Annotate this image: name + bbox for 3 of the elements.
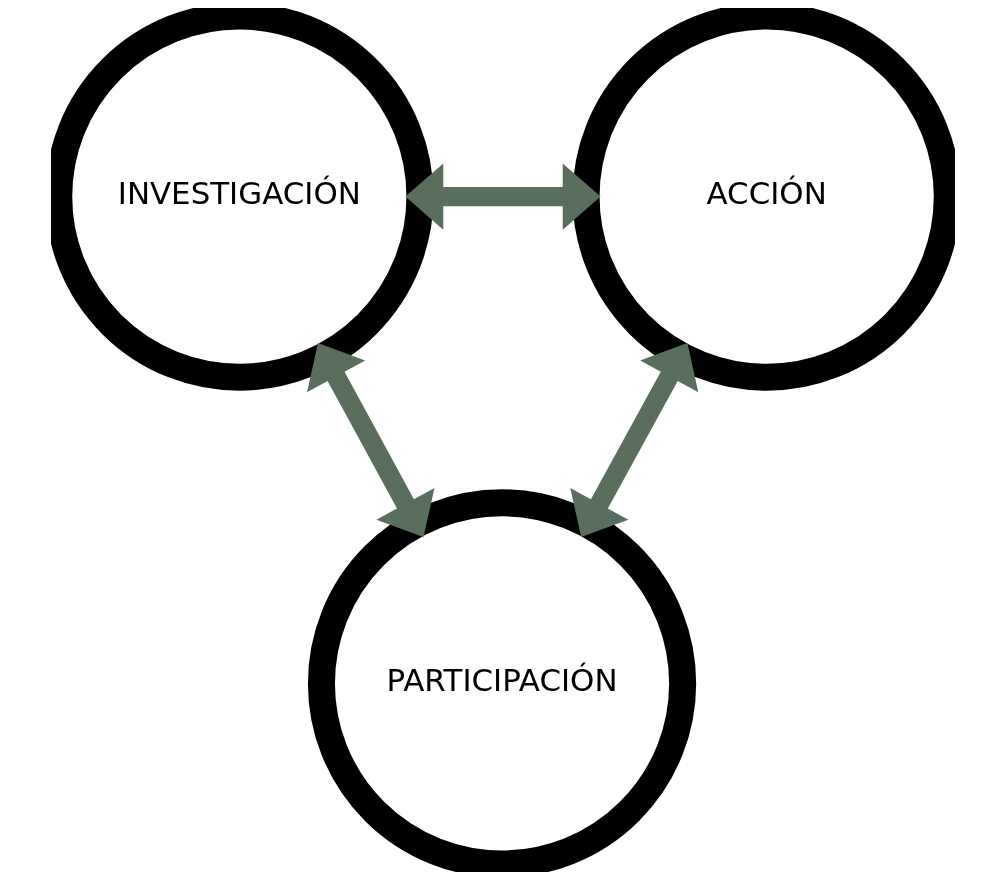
arrow [405,163,601,230]
arrow [307,343,435,538]
arrow [570,343,699,538]
